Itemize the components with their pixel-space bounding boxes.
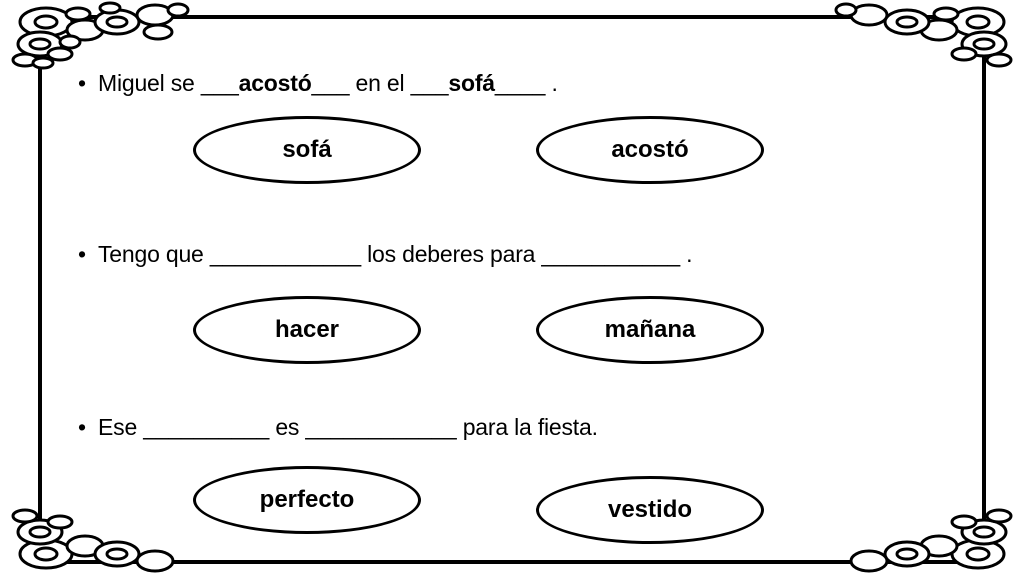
blank: ___	[311, 70, 350, 96]
option-vestido[interactable]: vestido	[536, 476, 764, 544]
blank: ___	[410, 70, 449, 96]
corner-circles-bottom-left	[11, 508, 175, 573]
sentence-text: Ese __________ es ____________ para la f…	[98, 414, 598, 440]
option-perfecto[interactable]: perfecto	[193, 466, 421, 534]
bullet: •	[78, 414, 86, 440]
sentence-text: en el	[349, 70, 411, 96]
answer-acosto: acostó	[238, 70, 312, 96]
sentence-text: Tengo que ____________ los deberes para …	[98, 241, 693, 267]
bullet: •	[78, 241, 86, 267]
option-hacer[interactable]: hacer	[193, 296, 421, 364]
blank: ___	[200, 70, 239, 96]
sentence-3: • Ese __________ es ____________ para la …	[78, 414, 598, 441]
corner-circles-bottom-right	[849, 508, 1013, 573]
sentence-text: .	[545, 70, 558, 96]
bullet: •	[78, 70, 86, 96]
corner-circles-top-right	[834, 2, 1013, 68]
sentence-text: Miguel se	[98, 70, 201, 96]
option-manana[interactable]: mañana	[536, 296, 764, 364]
option-sofa[interactable]: sofá	[193, 116, 421, 184]
sentence-1: •Miguel se ___acostó___ en el ___sofá___…	[78, 70, 558, 97]
option-acosto[interactable]: acostó	[536, 116, 764, 184]
page-border	[38, 15, 986, 564]
sentence-2: • Tengo que ____________ los deberes para…	[78, 241, 693, 268]
answer-sofa: sofá	[448, 70, 495, 96]
corner-circles-top-left	[11, 1, 190, 70]
blank: ____	[494, 70, 546, 96]
